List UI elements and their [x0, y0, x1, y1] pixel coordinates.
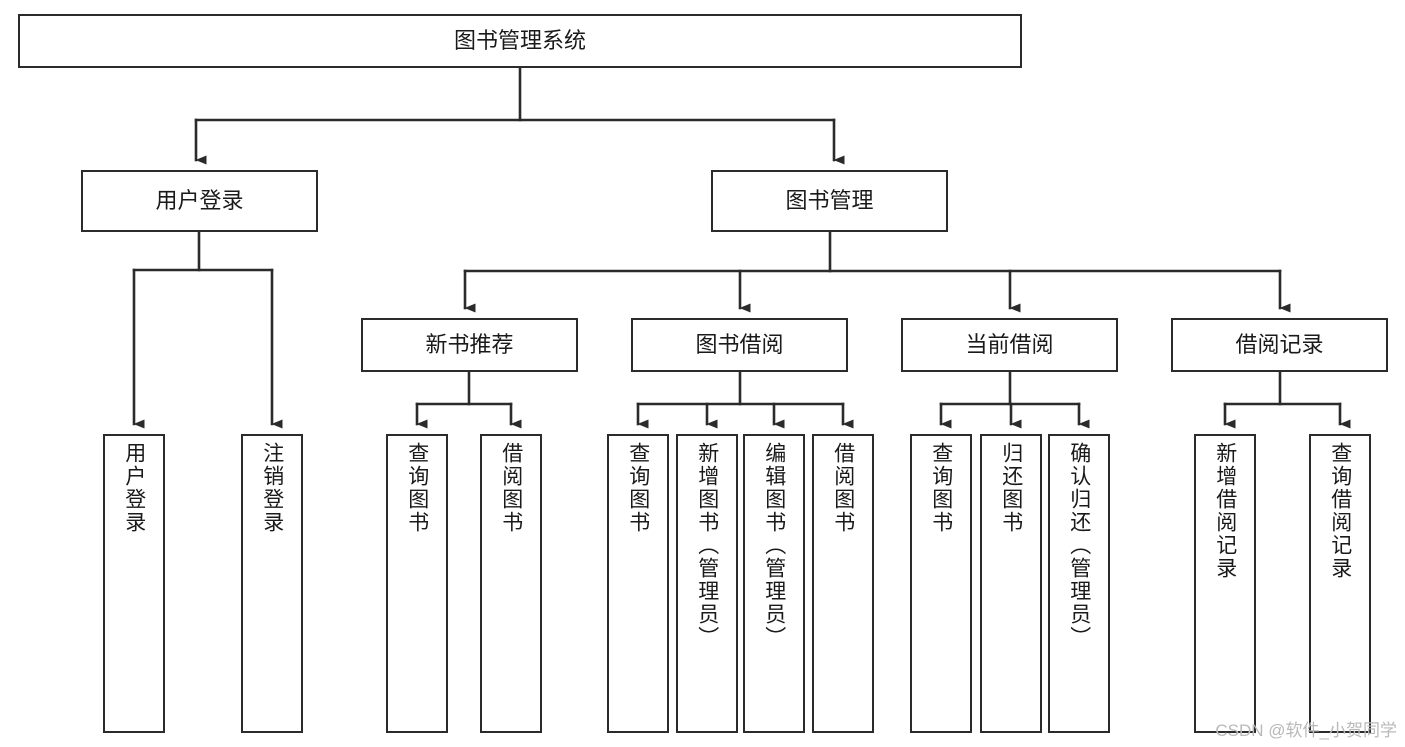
node-leaf-add-book[interactable]: 新增图书（管理员） — [676, 434, 738, 733]
node-leaf-user-login[interactable]: 用户登录 — [103, 434, 165, 733]
node-leaf-borrow-book-1-label: 借阅图书 — [499, 442, 523, 534]
node-borrow-record-label: 借阅记录 — [1235, 331, 1324, 357]
node-root-system[interactable]: 图书管理系统 — [18, 14, 1022, 68]
node-leaf-query-book-3[interactable]: 查询图书 — [910, 434, 972, 733]
node-leaf-return-book[interactable]: 归还图书 — [980, 434, 1042, 733]
node-leaf-query-book-2[interactable]: 查询图书 — [607, 434, 669, 733]
node-leaf-query-record[interactable]: 查询借阅记录 — [1309, 434, 1371, 733]
node-leaf-add-record-label: 新增借阅记录 — [1213, 442, 1237, 580]
node-leaf-edit-book[interactable]: 编辑图书（管理员） — [743, 434, 805, 733]
node-leaf-add-record[interactable]: 新增借阅记录 — [1194, 434, 1256, 733]
node-book-manage[interactable]: 图书管理 — [711, 170, 948, 232]
node-leaf-user-logout-label: 注销登录 — [260, 442, 284, 534]
node-leaf-edit-book-label: 编辑图书（管理员） — [762, 442, 786, 649]
node-leaf-query-book-2-label: 查询图书 — [626, 442, 650, 534]
node-user-login-label: 用户登录 — [155, 187, 244, 213]
node-leaf-borrow-book-2[interactable]: 借阅图书 — [812, 434, 874, 733]
node-book-borrow-label: 图书借阅 — [695, 331, 784, 357]
node-leaf-add-book-label: 新增图书（管理员） — [695, 442, 719, 649]
node-user-login[interactable]: 用户登录 — [81, 170, 318, 232]
node-leaf-user-login-label: 用户登录 — [122, 442, 146, 534]
node-leaf-return-book-label: 归还图书 — [999, 442, 1023, 534]
node-book-borrow[interactable]: 图书借阅 — [631, 318, 848, 372]
node-leaf-query-book-1-label: 查询图书 — [405, 442, 429, 534]
node-leaf-borrow-book-1[interactable]: 借阅图书 — [480, 434, 542, 733]
node-current-borrow-label: 当前借阅 — [965, 331, 1054, 357]
node-new-book-rec-label: 新书推荐 — [425, 331, 514, 357]
node-leaf-borrow-book-2-label: 借阅图书 — [831, 442, 855, 534]
node-leaf-query-book-1[interactable]: 查询图书 — [386, 434, 448, 733]
node-leaf-confirm-return[interactable]: 确认归还（管理员） — [1048, 434, 1110, 733]
node-borrow-record[interactable]: 借阅记录 — [1171, 318, 1388, 372]
node-root-system-label: 图书管理系统 — [453, 27, 586, 53]
node-leaf-query-record-label: 查询借阅记录 — [1328, 442, 1352, 580]
node-leaf-user-logout[interactable]: 注销登录 — [241, 434, 303, 733]
node-new-book-rec[interactable]: 新书推荐 — [361, 318, 578, 372]
node-leaf-confirm-return-label: 确认归还（管理员） — [1067, 442, 1091, 649]
node-leaf-query-book-3-label: 查询图书 — [929, 442, 953, 534]
node-book-manage-label: 图书管理 — [785, 187, 874, 213]
node-current-borrow[interactable]: 当前借阅 — [901, 318, 1118, 372]
